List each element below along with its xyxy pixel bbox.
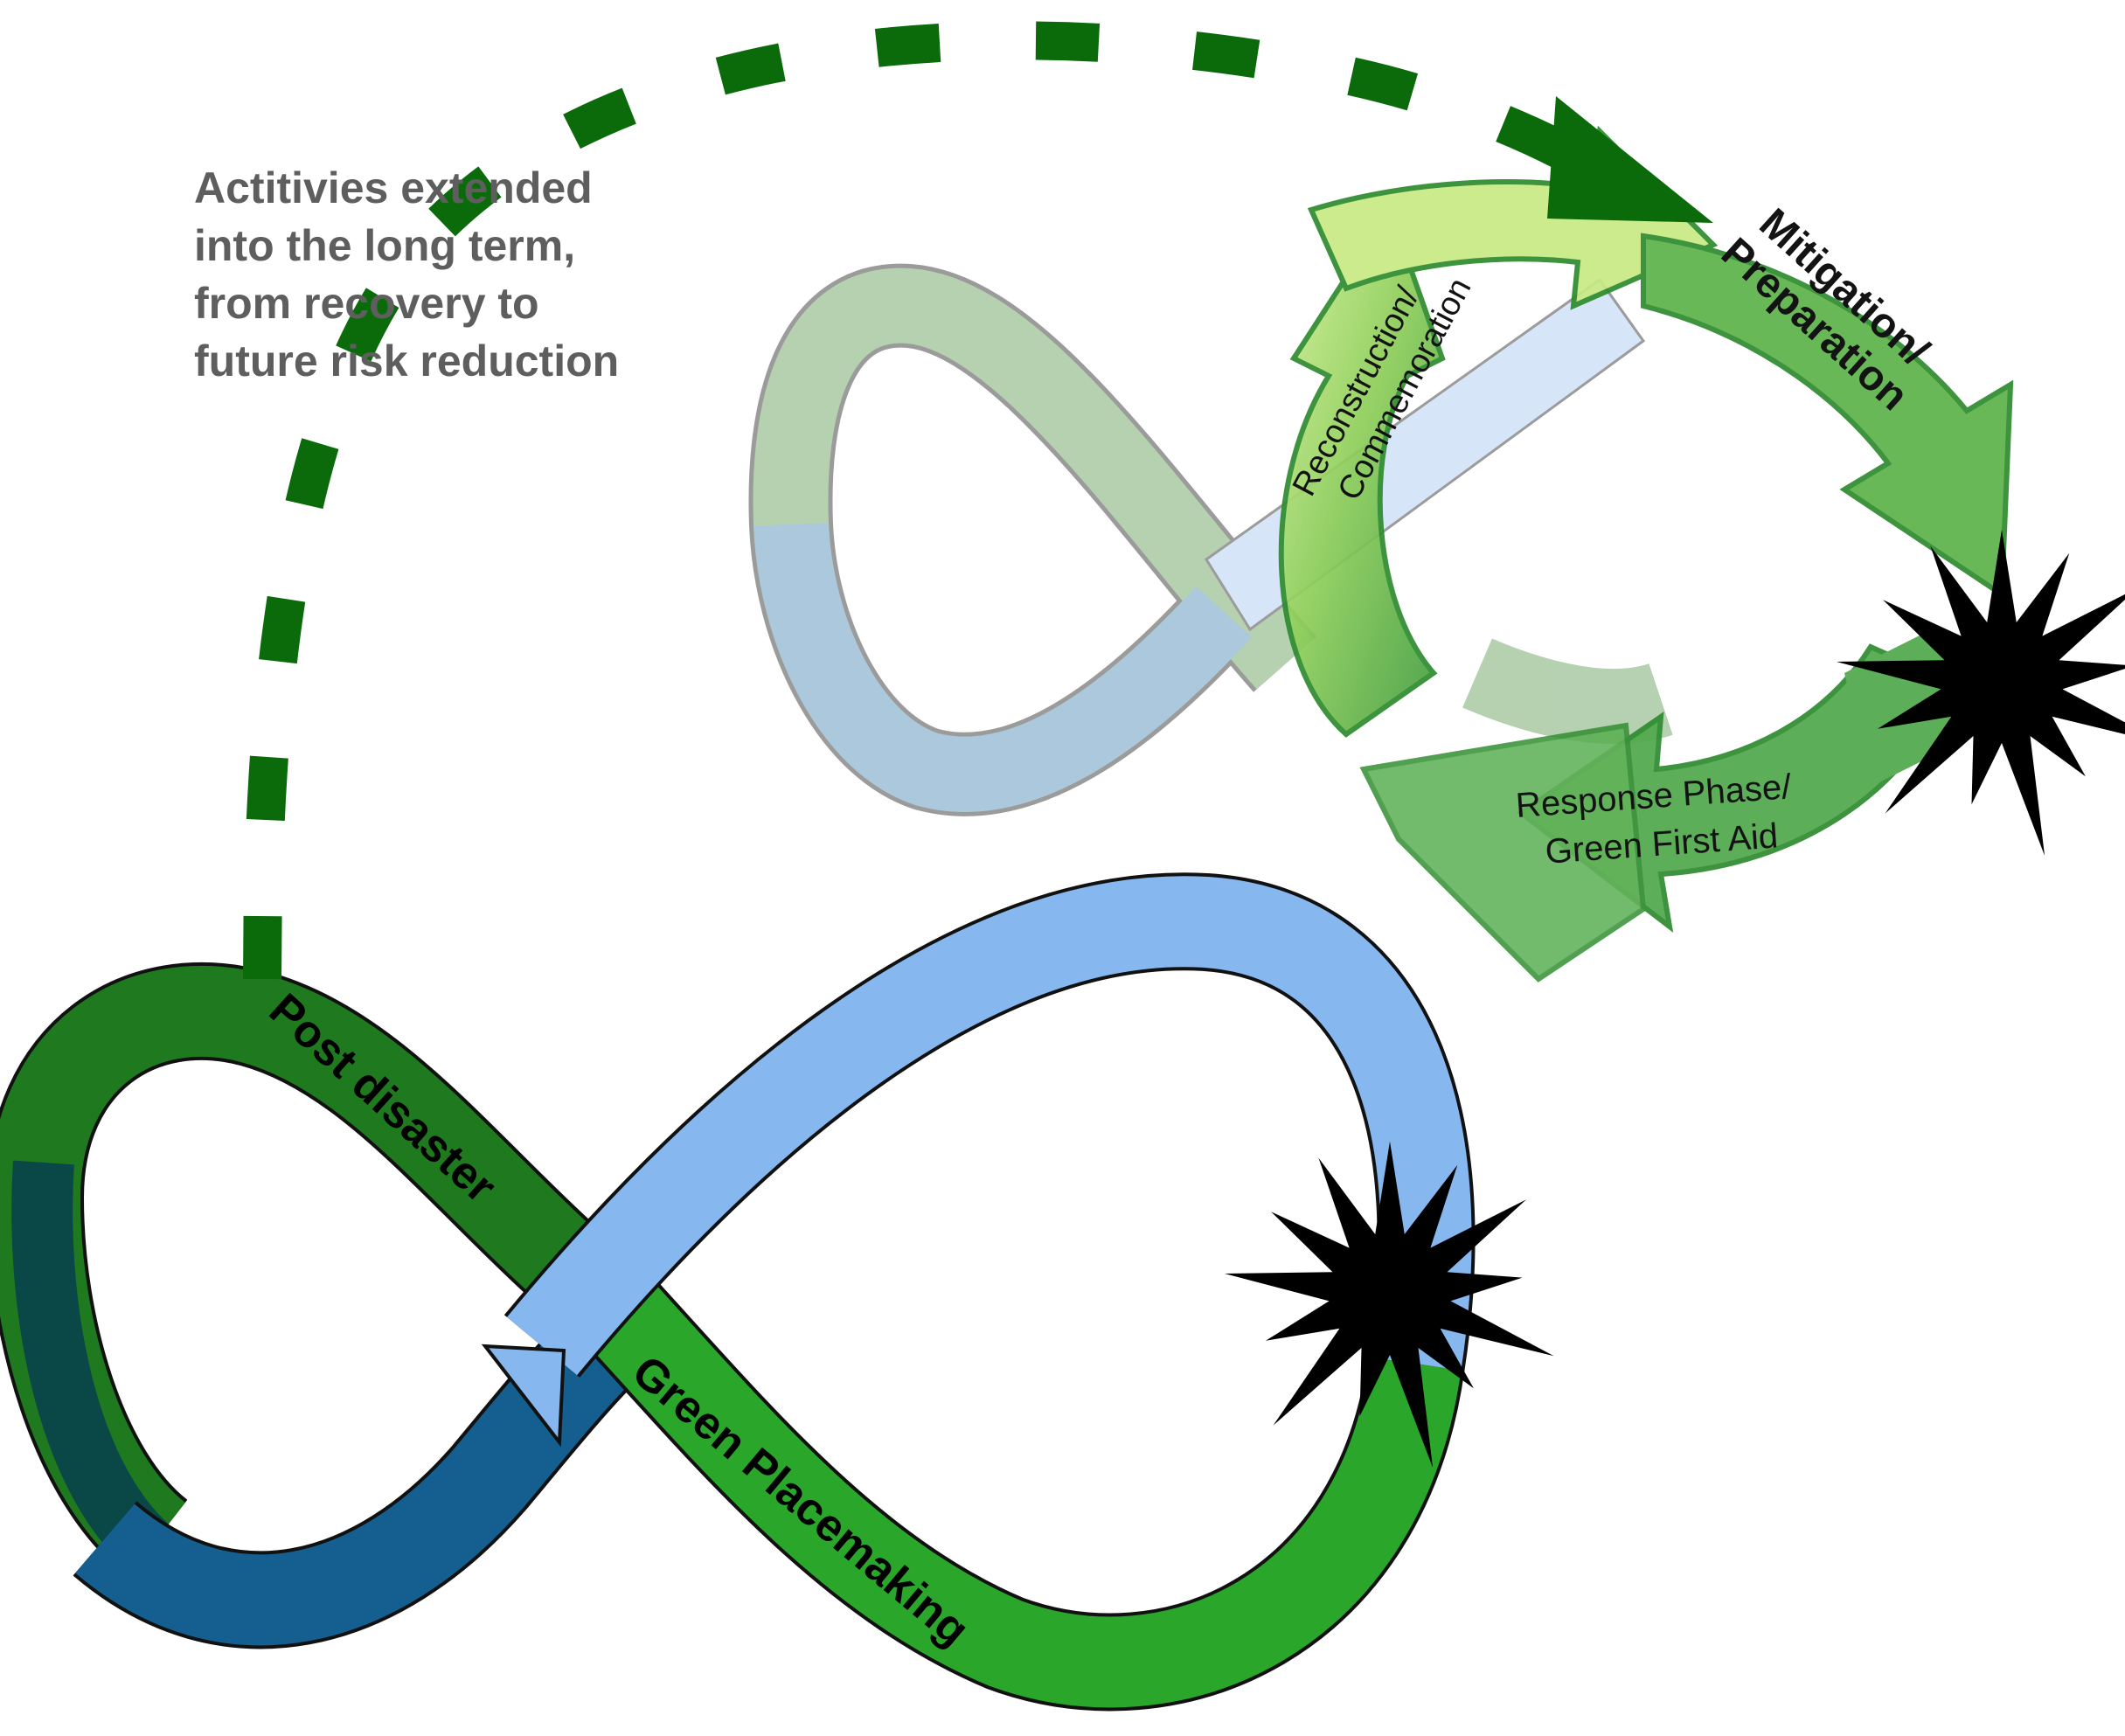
dashed-arrow-icon — [243, 21, 1713, 980]
caption-line: into the long term, — [194, 221, 576, 270]
mitigation-arrow-icon — [1641, 233, 2014, 600]
burst-shape — [1224, 1141, 1554, 1468]
disaster-burst-icon — [1836, 529, 2125, 856]
disaster-cycle-icon: Mitigation/ Preparation Reconstruction/ … — [1278, 125, 2014, 983]
caption-line: from recovery to — [194, 279, 539, 328]
caption-line: Actitivies extended — [194, 163, 593, 212]
post-disaster-label: Post disaster — [260, 984, 506, 1213]
disaster-burst-icon — [1224, 1141, 1554, 1468]
green-placemaking-label: Green Placemaking — [622, 1346, 978, 1656]
infinity-loop-icon: Post disaster Green Placemaking — [0, 872, 1476, 1712]
caption-text: Actitivies extended into the long term, … — [194, 159, 684, 390]
caption-line: future risk reduction — [194, 337, 620, 385]
burst-shape — [1836, 529, 2125, 856]
faded-infinity-loop-icon — [748, 263, 1673, 816]
